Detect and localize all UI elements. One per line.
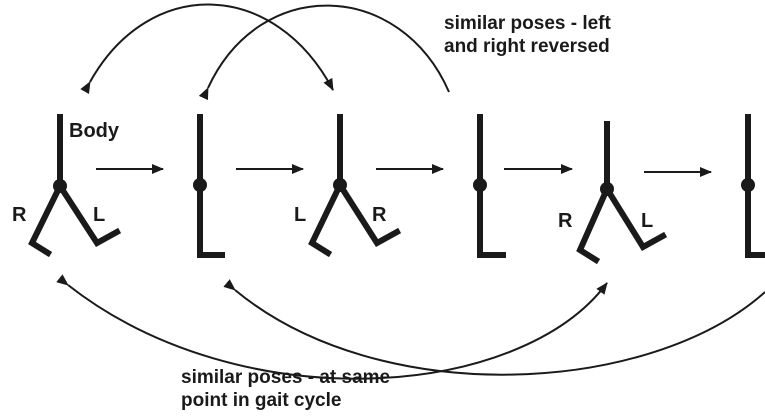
top-caption-line-2: and right reversed xyxy=(444,36,610,57)
pose-6-standing xyxy=(741,114,765,258)
bottom-caption: similar poses - at same point in gait cy… xyxy=(181,366,390,412)
pose3-leg-label-left: L xyxy=(294,204,307,226)
pose5-leg-label-left: R xyxy=(558,210,573,232)
top-similarity-arcs xyxy=(80,3,450,101)
bottom-caption-line-1: similar poses - at same xyxy=(181,367,391,388)
pose-3-split-stance xyxy=(308,114,402,258)
body-label: Body xyxy=(69,120,119,142)
pose-5-split-stance xyxy=(576,121,668,265)
pose3-leg-label-right: R xyxy=(372,204,387,226)
top-caption: similar poses - left and right reversed xyxy=(444,12,611,58)
pose-2-standing xyxy=(193,114,225,258)
pose-4-standing xyxy=(473,114,506,258)
bottom-arc-pose1-pose5 xyxy=(56,274,608,380)
pose-1-split-stance xyxy=(28,114,122,258)
bottom-caption-line-2: point in gait cycle xyxy=(181,390,342,411)
bottom-arc-pose2-pose6 xyxy=(223,279,765,376)
pose5-leg-label-right: L xyxy=(641,210,654,232)
pose1-leg-label-left: R xyxy=(12,204,27,226)
sequence-arrows xyxy=(96,164,712,177)
top-caption-line-1: similar poses - left xyxy=(444,13,611,34)
bottom-similarity-arcs xyxy=(56,274,765,380)
top-arc-pose1-pose3 xyxy=(80,3,334,95)
pose1-leg-label-right: L xyxy=(93,204,106,226)
top-arc-pose2-pose4 xyxy=(198,4,450,101)
